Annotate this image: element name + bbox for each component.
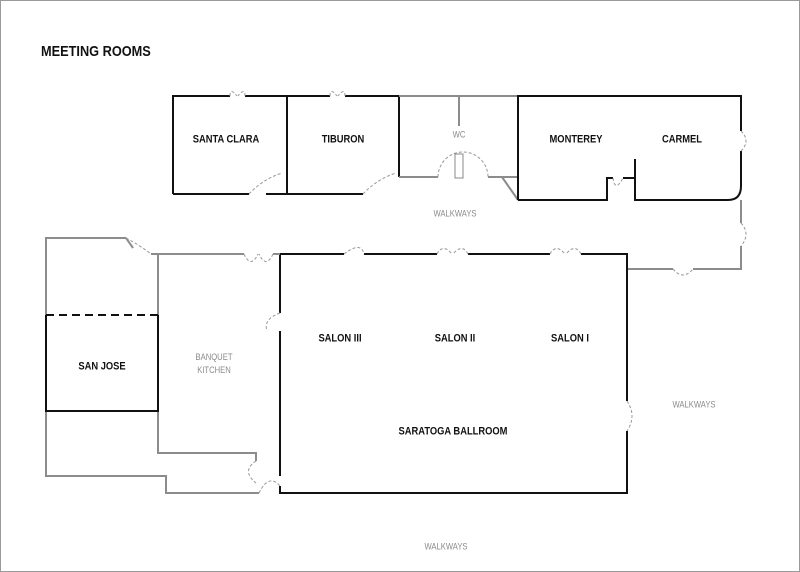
room-label-carmel: CARMEL [661, 133, 703, 146]
room-label-wc: WC [452, 129, 466, 140]
room-label-salon-2: SALON II [434, 332, 476, 345]
room-santa-clara-walls [172, 95, 288, 195]
room-label-tiburon: TIBURON [321, 133, 365, 146]
banquet-label: BANQUET [195, 352, 233, 362]
walkway-walls-right [627, 200, 742, 270]
room-label-salon-1: SALON I [551, 332, 589, 345]
room-label-santa-clara: SANTA CLARA [192, 133, 260, 146]
room-label-saratoga-ballroom: SARATOGA BALLROOM [398, 425, 508, 438]
walkways-label-top: WALKWAYS [433, 208, 477, 219]
saratoga-ballroom-walls [279, 253, 628, 494]
room-monterey-carmel-walls [517, 95, 742, 201]
room-label-salon-3: SALON III [318, 332, 362, 345]
walkways-label-bottom: WALKWAYS [424, 541, 468, 552]
page-title: MEETING ROOMS [41, 43, 151, 60]
walkways-label-right: WALKWAYS [672, 399, 716, 410]
room-label-monterey: MONTEREY [549, 133, 603, 146]
room-label-banquet-kitchen: BANQUET KITCHEN [196, 351, 233, 377]
door-swings [125, 91, 747, 494]
kitchen-label: KITCHEN [197, 365, 231, 375]
outer-walls-left [45, 237, 259, 494]
wc-walls [399, 95, 519, 201]
room-label-san-jose: SAN JOSE [78, 360, 126, 373]
room-san-jose-walls [45, 315, 159, 412]
